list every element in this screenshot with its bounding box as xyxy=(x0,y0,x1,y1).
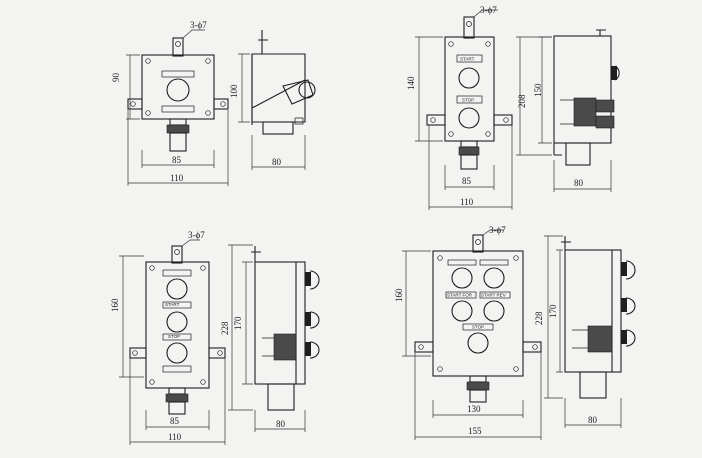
hole-callout-four: 3-ϕ7 xyxy=(489,225,506,235)
hole-callout-single: 3-ϕ7 xyxy=(190,20,207,30)
dim-three-depth: 80 xyxy=(276,419,286,429)
dim-single-side-height: 100 xyxy=(229,84,239,98)
view-four-button-side xyxy=(544,235,636,428)
dim-ss-outer-width: 110 xyxy=(460,197,474,207)
view-four-button-front xyxy=(402,229,542,440)
dim-ss-total-height: 208 xyxy=(517,94,527,108)
dim-four-total-height: 228 xyxy=(534,311,544,325)
dim-four-height: 160 xyxy=(394,288,404,302)
dim-three-height: 160 xyxy=(110,298,120,312)
dim-four-body-height: 170 xyxy=(548,304,558,318)
view-start-stop-front xyxy=(415,9,513,210)
dim-three-body-height: 170 xyxy=(233,316,243,330)
dim-single-height: 90 xyxy=(111,73,121,83)
dim-three-outer-width: 110 xyxy=(168,432,182,442)
dim-ss-height: 140 xyxy=(406,76,416,90)
label-stop-4: STOP xyxy=(472,325,484,330)
view-three-button-side xyxy=(228,244,320,432)
dim-ss-body-height: 150 xyxy=(533,83,543,97)
dim-four-outer-width: 155 xyxy=(468,426,482,436)
dim-single-side-depth: 80 xyxy=(272,157,282,167)
label-start-3: START xyxy=(165,302,180,307)
dim-single-inner-width: 85 xyxy=(172,155,182,165)
dim-three-inner-width: 85 xyxy=(170,416,180,426)
dim-three-total-height: 228 xyxy=(220,321,230,335)
dim-ss-inner-width: 85 xyxy=(462,176,472,186)
view-three-button-front xyxy=(119,239,226,445)
dim-single-outer-width: 110 xyxy=(170,173,184,183)
label-start-for: START FOR xyxy=(447,293,473,298)
view-start-stop-side xyxy=(516,29,620,192)
label-start-rev: START REV xyxy=(481,293,506,298)
label-stop-2: STOP xyxy=(462,98,474,103)
dim-four-inner-width: 130 xyxy=(467,404,481,414)
view-single-front xyxy=(126,29,229,186)
dim-ss-depth: 80 xyxy=(574,178,584,188)
label-stop-3: STOP xyxy=(168,334,180,339)
view-single-side xyxy=(238,30,316,170)
label-start-2: START xyxy=(460,57,475,62)
dim-four-depth: 80 xyxy=(588,415,598,425)
hole-callout-ss: 3-ϕ7 xyxy=(480,5,497,15)
hole-callout-three: 3-ϕ7 xyxy=(188,230,205,240)
